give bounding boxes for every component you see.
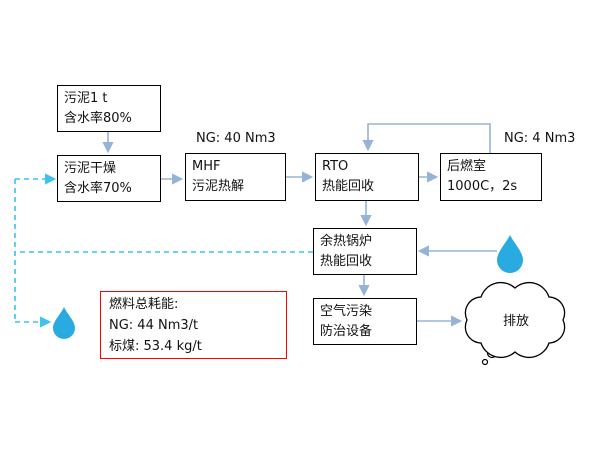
box-line: 防治设备 [320, 324, 373, 339]
box-afterburner: 后燃室 1000C，2s [440, 153, 542, 201]
arrow-afterburner-return-to-rto [362, 123, 491, 153]
fuel-summary-line: NG: 44 Nm3/t [109, 318, 199, 333]
cloud-tail-bubble-small-icon [481, 358, 489, 366]
box-line: RTO [322, 159, 349, 174]
box-line: 污泥干燥 [64, 161, 117, 176]
label-ng-mhf: NG: 40 Nm3 [196, 131, 276, 146]
box-line: 热能回收 [320, 254, 373, 269]
cloud-emission-label: 排放 [502, 314, 529, 329]
fuel-summary-line: 标煤: 53.4 kg/t [109, 339, 202, 354]
box-line: 污泥1 t [64, 91, 108, 106]
box-line: 热能回收 [322, 179, 375, 194]
box-line: 含水率80% [64, 111, 132, 126]
box-line: 含水率70% [64, 181, 132, 196]
fuel-summary-box: 燃料总耗能: NG: 44 Nm3/t 标煤: 53.4 kg/t [100, 291, 287, 359]
box-line: MHF [192, 159, 221, 174]
box-line: 余热锅炉 [320, 234, 373, 249]
box-sludge-drying: 污泥干燥 含水率70% [57, 155, 161, 202]
box-sludge-input: 污泥1 t 含水率80% [57, 85, 161, 132]
cloud-tail-bubble-icon [486, 347, 498, 359]
box-rto: RTO 热能回收 [315, 153, 419, 201]
water-droplet-icon [497, 235, 523, 273]
box-waste-heat-boiler: 余热锅炉 热能回收 [313, 228, 417, 275]
fuel-summary-line: 燃料总耗能: [109, 297, 179, 312]
box-line: 1000C，2s [447, 179, 518, 194]
box-mhf: MHF 污泥热解 [185, 153, 286, 201]
box-line: 空气污染 [320, 304, 373, 319]
box-line: 污泥热解 [192, 179, 245, 194]
condensate-droplet-icon [53, 307, 75, 339]
box-line: 后燃室 [447, 159, 487, 174]
label-ng-afterburner: NG: 4 Nm3 [504, 131, 576, 146]
box-air-pollution-control: 空气污染 防治设备 [313, 298, 417, 345]
